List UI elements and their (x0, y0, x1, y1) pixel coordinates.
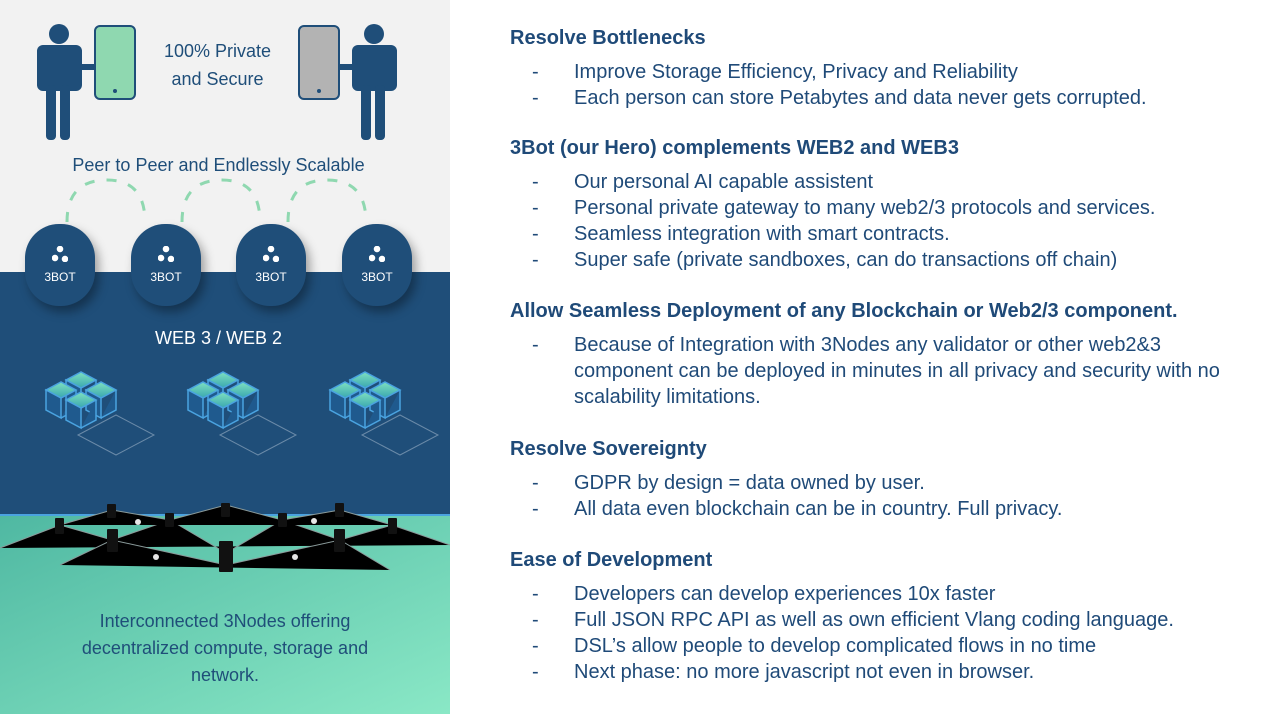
list-item: Developers can develop experiences 10x f… (510, 581, 1270, 607)
3bot-badge: 3BOT (342, 224, 412, 306)
caption-line: decentralized compute, storage and (81, 638, 369, 658)
section-deployment: Allow Seamless Deployment of any Blockch… (510, 298, 1270, 410)
section-ease-of-development: Ease of Development Developers can devel… (510, 547, 1270, 685)
caption-line: Interconnected 3Nodes offering (99, 611, 351, 631)
list-item: Improve Storage Efficiency, Privacy and … (510, 59, 1270, 85)
illustration-panel: 100% Private and Secure Peer to Peer and… (0, 0, 450, 714)
3bot-label: 3BOT (255, 270, 287, 284)
list-item: Our personal AI capable assistent (510, 169, 1270, 195)
list-item: Next phase: no more javascript not even … (510, 659, 1270, 685)
node-server-icons (55, 503, 397, 572)
bullet-list: Developers can develop experiences 10x f… (510, 581, 1270, 685)
list-item: Because of Integration with 3Nodes any v… (510, 332, 1245, 410)
bullet-list: Our personal AI capable assistent Person… (510, 169, 1270, 273)
section-sovereignty: Resolve Sovereignty GDPR by design = dat… (510, 436, 1270, 522)
connection-arcs (65, 178, 368, 223)
3bot-badge: 3BOT (25, 224, 95, 306)
section-resolve-bottlenecks: Resolve Bottlenecks Improve Storage Effi… (510, 25, 1270, 111)
section-heading: Resolve Sovereignty (510, 438, 707, 460)
3bot-label: 3BOT (44, 270, 76, 284)
bullet-list: Because of Integration with 3Nodes any v… (510, 332, 1270, 410)
person-icon (37, 24, 397, 140)
list-item: Super safe (private sandboxes, can do tr… (510, 247, 1270, 273)
bullet-list: Improve Storage Efficiency, Privacy and … (510, 59, 1270, 111)
section-3bot: 3Bot (our Hero) complements WEB2 and WEB… (510, 135, 1270, 273)
private-secure-caption: 100% Private and Secure (140, 37, 295, 93)
nodes-caption: Interconnected 3Nodes offering decentral… (20, 608, 430, 689)
list-item: Full JSON RPC API as well as own efficie… (510, 607, 1270, 633)
caption-line: 100% Private (163, 41, 272, 61)
cube-clusters (44, 371, 439, 456)
bullet-list: GDPR by design = data owned by user. All… (510, 470, 1270, 522)
section-heading: 3Bot (our Hero) complements WEB2 and WEB… (510, 137, 959, 159)
3bot-label: 3BOT (361, 270, 393, 284)
list-item: DSL’s allow people to develop complicate… (510, 633, 1270, 659)
section-heading: Resolve Bottlenecks (510, 27, 706, 49)
phone-icon (94, 25, 340, 100)
caption-line: and Secure (171, 69, 264, 89)
section-heading: Allow Seamless Deployment of any Blockch… (510, 300, 1178, 322)
list-item: Personal private gateway to many web2/3 … (510, 195, 1270, 221)
list-item: All data even blockchain can be in count… (510, 496, 1270, 522)
list-item: GDPR by design = data owned by user. (510, 470, 1270, 496)
caption-line: network. (190, 665, 260, 685)
3bot-badge: 3BOT (131, 224, 201, 306)
list-item: Each person can store Petabytes and data… (510, 85, 1270, 111)
section-heading: Ease of Development (510, 549, 713, 571)
list-item: Seamless integration with smart contract… (510, 221, 1270, 247)
3bot-badge: 3BOT (236, 224, 306, 306)
architecture-illustration (0, 0, 450, 714)
3bot-label: 3BOT (150, 270, 182, 284)
p2p-caption: Peer to Peer and Endlessly Scalable (72, 155, 365, 175)
web-caption: WEB 3 / WEB 2 (154, 328, 283, 348)
